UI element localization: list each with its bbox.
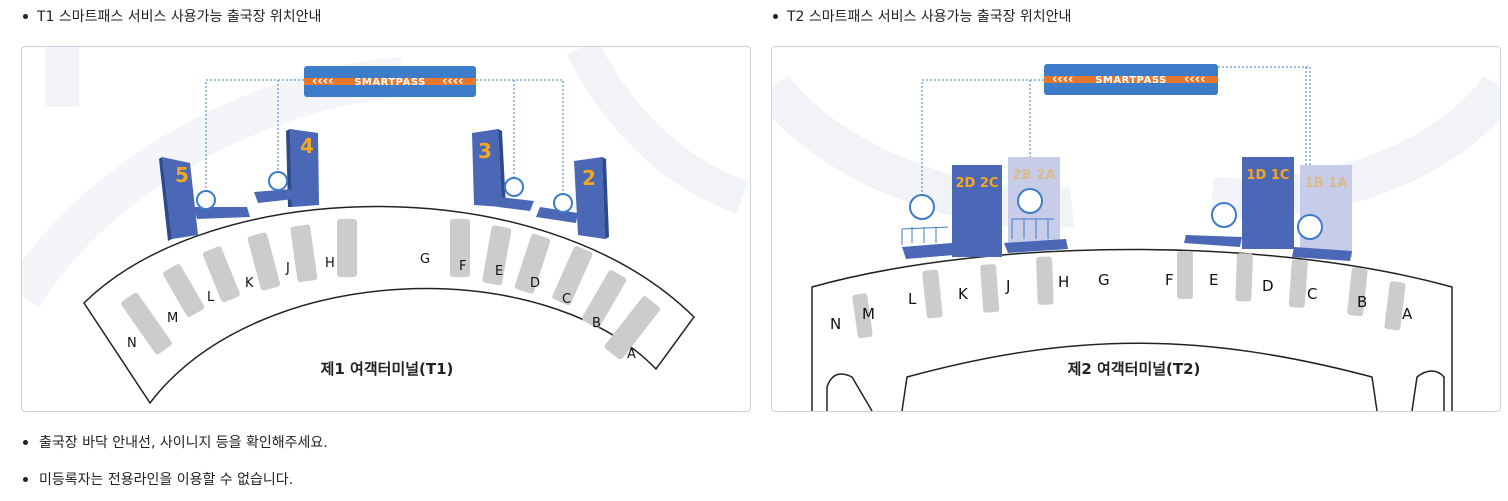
note-text: 출국장 바닥 안내선, 사이니지 등을 확인해주세요. xyxy=(39,435,328,451)
banner-text: SMARTPASS xyxy=(354,77,426,88)
counter-label: F xyxy=(1165,271,1174,289)
departure-gate-2d-2c: 2D 2C xyxy=(901,165,1002,259)
footprint-icon xyxy=(1017,188,1043,214)
t2-map: N M L K J H G F E D C B A ‹‹‹‹ ‹‹‹‹ S xyxy=(772,64,1500,411)
t1-heading: T1 스마트패스 서비스 사용가능 출국장 위치안내 xyxy=(23,6,321,26)
counter-label: B xyxy=(592,316,601,331)
departure-gate-5: 5 xyxy=(159,157,250,241)
counter-label: L xyxy=(207,290,215,305)
counter-label: M xyxy=(862,305,875,323)
departure-gate-4: 4 xyxy=(254,129,319,207)
counter-label: G xyxy=(420,252,430,267)
footprint-icon xyxy=(196,190,216,210)
banner-text: SMARTPASS xyxy=(1095,75,1167,86)
counter-label: N xyxy=(127,336,137,351)
footprint-icon xyxy=(504,177,524,197)
gate-number: 2 xyxy=(582,166,596,190)
counter-label: C xyxy=(1307,285,1317,303)
counter-label: C xyxy=(562,292,571,307)
gate-number: 1D 1C xyxy=(1247,168,1290,183)
bullet-icon xyxy=(773,13,778,19)
check-in-counters xyxy=(852,251,1406,339)
departure-gate-3: 3 xyxy=(472,129,534,211)
counter-label: A xyxy=(627,347,636,362)
list-item: 미등록자는 전용라인을 이용할 수 없습니다. xyxy=(23,469,328,489)
list-item: 출국장 바닥 안내선, 사이니지 등을 확인해주세요. xyxy=(23,432,328,452)
counter-label: J xyxy=(285,261,290,276)
terminal-label: 제1 여객터미널(T1) xyxy=(321,360,454,378)
t1-heading-text: T1 스마트패스 서비스 사용가능 출국장 위치안내 xyxy=(37,9,322,25)
t2-heading-text: T2 스마트패스 서비스 사용가능 출국장 위치안내 xyxy=(787,9,1072,25)
counter-label: G xyxy=(1098,271,1110,289)
counter-label: E xyxy=(1209,271,1218,289)
svg-text:‹‹‹‹: ‹‹‹‹ xyxy=(1052,72,1073,87)
counter-label: B xyxy=(1357,293,1367,311)
t1-map-panel: N M L K J H G F E D C B A ‹‹‹‹ ‹‹‹‹ SMAR… xyxy=(21,46,751,412)
counter-label: J xyxy=(1005,277,1010,295)
terminal-label: 제2 여객터미널(T2) xyxy=(1068,360,1201,378)
smartpass-banner: ‹‹‹‹ ‹‹‹‹ SMARTPASS xyxy=(304,66,476,97)
gate-number: 3 xyxy=(478,139,492,163)
gate-number: 5 xyxy=(175,163,189,187)
bullet-icon xyxy=(23,439,28,445)
counter-label: H xyxy=(325,256,335,271)
t2-map-panel: N M L K J H G F E D C B A ‹‹‹‹ ‹‹‹‹ S xyxy=(771,46,1501,412)
counter-label: K xyxy=(245,276,254,291)
counter-label: F xyxy=(459,259,466,274)
footprint-icon xyxy=(1211,202,1237,228)
terminal-outline xyxy=(811,248,1453,411)
note-text: 미등록자는 전용라인을 이용할 수 없습니다. xyxy=(39,472,294,488)
t2-heading: T2 스마트패스 서비스 사용가능 출국장 위치안내 xyxy=(773,6,1071,26)
counter-label: D xyxy=(1262,277,1274,295)
footprint-icon xyxy=(909,194,935,220)
t1-map: N M L K J H G F E D C B A ‹‹‹‹ ‹‹‹‹ SMAR… xyxy=(22,47,748,405)
departure-gate-2b-2a: 2B 2A xyxy=(1004,157,1068,253)
gate-number: 2B 2A xyxy=(1013,168,1056,183)
footprint-icon xyxy=(268,171,288,191)
counter-label: D xyxy=(530,276,540,291)
svg-text:‹‹‹‹: ‹‹‹‹ xyxy=(442,74,463,89)
departure-gate-2: 2 xyxy=(536,157,609,239)
svg-text:‹‹‹‹: ‹‹‹‹ xyxy=(312,74,333,89)
departure-gate-1b-1a: 1B 1A xyxy=(1292,165,1352,261)
counter-label: K xyxy=(958,285,969,303)
counter-label: A xyxy=(1402,305,1413,323)
gate-number: 4 xyxy=(300,134,314,158)
bullet-icon xyxy=(23,476,28,482)
gate-number: 2D 2C xyxy=(956,176,999,191)
gate-number: 1B 1A xyxy=(1305,176,1348,191)
footprint-icon xyxy=(1297,214,1323,240)
smartpass-banner: ‹‹‹‹ ‹‹‹‹ SMARTPASS xyxy=(1044,64,1218,95)
connector-lines xyxy=(205,79,564,195)
departure-gate-1d-1c: 1D 1C xyxy=(1184,157,1294,249)
svg-text:‹‹‹‹: ‹‹‹‹ xyxy=(1184,72,1205,87)
notes-list: 출국장 바닥 안내선, 사이니지 등을 확인해주세요. 미등록자는 전용라인을 … xyxy=(23,432,328,501)
counter-label: N xyxy=(830,315,841,333)
counter-label: M xyxy=(167,311,178,326)
counter-label: E xyxy=(495,264,503,279)
counter-label: H xyxy=(1058,273,1069,291)
check-in-counters xyxy=(121,219,661,360)
footprint-icon xyxy=(553,193,573,213)
counter-label: L xyxy=(908,290,917,308)
bullet-icon xyxy=(23,13,28,19)
